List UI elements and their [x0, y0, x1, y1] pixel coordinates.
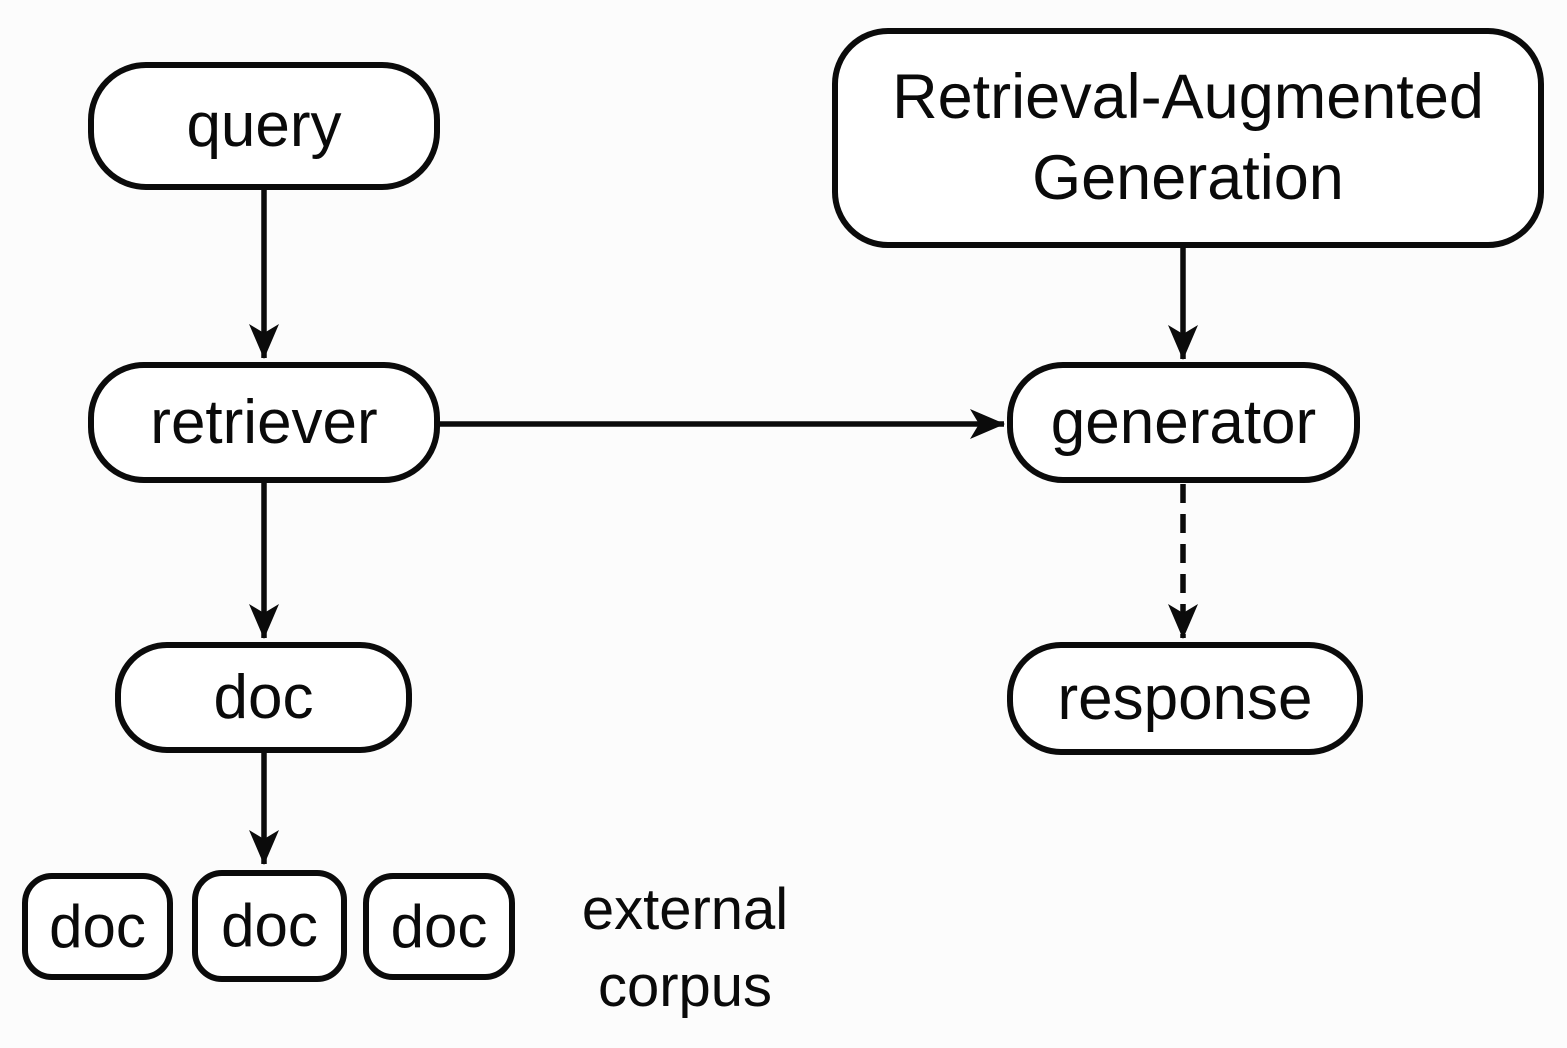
node-retriever: retriever	[88, 362, 440, 483]
node-doc-corpus-2-label: doc	[221, 892, 318, 960]
node-doc-label: doc	[213, 662, 314, 732]
node-generator: generator	[1007, 362, 1360, 483]
node-doc: doc	[115, 642, 412, 753]
node-doc-corpus-1-label: doc	[49, 892, 146, 960]
node-rag-title-label: Retrieval-Augmented Generation	[892, 62, 1484, 213]
node-doc-corpus-3: doc	[363, 873, 515, 980]
node-doc-corpus-1: doc	[22, 873, 173, 980]
node-query: query	[88, 62, 440, 190]
node-doc-corpus-2: doc	[192, 870, 347, 982]
node-generator-label: generator	[1050, 387, 1317, 457]
external-corpus-label: external corpus	[581, 877, 789, 1019]
node-response: response	[1007, 642, 1363, 755]
node-query-label: query	[186, 91, 342, 161]
node-retriever-label: retriever	[150, 387, 378, 457]
node-doc-corpus-3-label: doc	[390, 892, 488, 960]
node-response-label: response	[1057, 663, 1313, 733]
node-rag-title: Retrieval-Augmented Generation	[832, 28, 1544, 248]
